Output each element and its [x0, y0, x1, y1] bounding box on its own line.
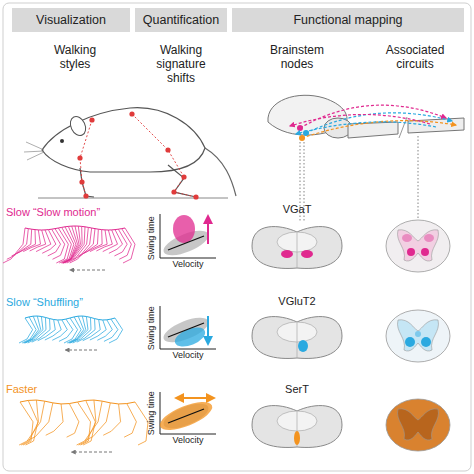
header-text: Quantification [143, 13, 219, 27]
cell-type-label: VGluT2 [267, 295, 327, 308]
cell-type-label: VGaT [267, 203, 327, 216]
header-band: Visualization [12, 8, 130, 32]
header-text: Functional mapping [293, 13, 402, 27]
direction-arrow [70, 270, 105, 271]
spinal-section [386, 399, 450, 451]
frame [3, 3, 471, 471]
spinal-section [386, 310, 450, 362]
brain-drawing [268, 95, 464, 222]
mouse-drawing [24, 108, 236, 200]
axis-label: Velocity [163, 259, 213, 269]
cell-type-label: SerT [267, 383, 327, 396]
signature-plot [160, 214, 216, 260]
column-heading: Walking signature shifts [146, 44, 216, 85]
row-label: Slow “Slow motion” [6, 206, 166, 219]
axis-label: Velocity [163, 350, 213, 360]
stick-figure [19, 400, 148, 445]
axis-label: Velocity [163, 435, 213, 445]
signature-plot [156, 392, 216, 436]
brainstem-section [252, 317, 342, 359]
signature-plot [160, 306, 216, 350]
header-band: Functional mapping [232, 8, 464, 32]
direction-arrow [72, 452, 112, 453]
stick-figure [19, 316, 123, 343]
stick-figure [3, 226, 135, 263]
brainstem-section [252, 227, 342, 269]
axis-label: Swing time [146, 302, 156, 354]
brainstem-section [252, 406, 342, 448]
column-heading: Associated circuits [380, 44, 450, 72]
row-label: Slow “Shuffling” [6, 296, 166, 309]
axis-label: Swing time [146, 387, 156, 439]
row-label: Faster [6, 383, 166, 396]
header-text: Visualization [36, 13, 106, 27]
column-heading: Brainstem nodes [262, 44, 332, 72]
axis-label: Swing time [146, 212, 156, 264]
column-heading: Walking styles [40, 44, 110, 72]
header-band: Quantification [135, 8, 227, 32]
direction-arrow [66, 350, 98, 351]
spinal-section [386, 220, 450, 272]
